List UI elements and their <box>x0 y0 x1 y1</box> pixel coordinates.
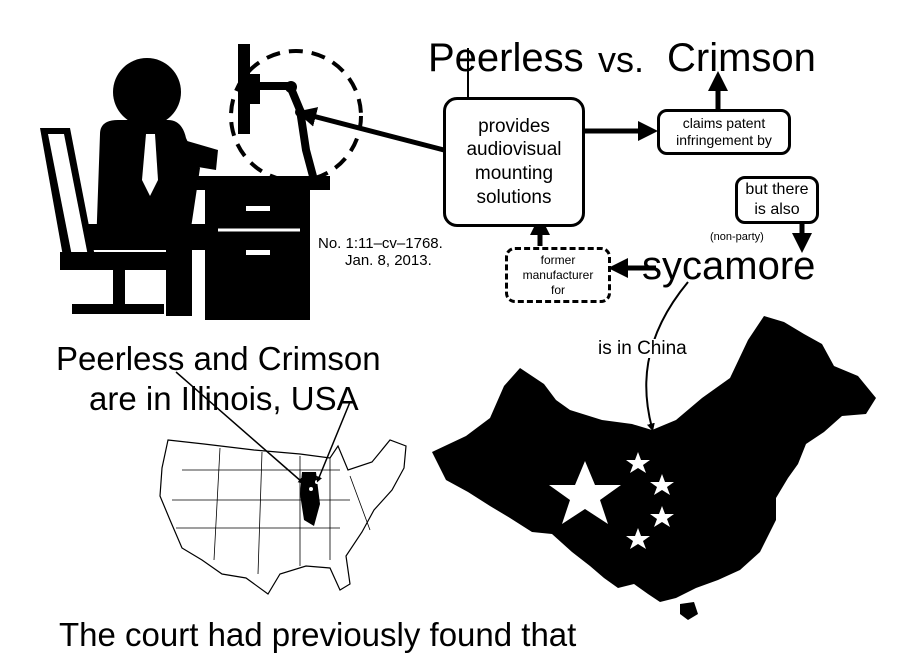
title-vs: vs. <box>598 39 645 80</box>
arrow-to-china <box>645 281 689 432</box>
arrow-to-monitor <box>296 107 445 153</box>
provides-box: provides audiovisual mounting solutions <box>443 97 585 227</box>
case-number: No. 1:11–cv–1768. <box>318 235 443 252</box>
footer-text: The court had previously found that <box>59 616 577 653</box>
case-date: Jan. 8, 2013. <box>345 252 432 269</box>
but-there-text: but there is also <box>745 181 809 218</box>
highlight-circle <box>229 49 363 183</box>
title-crimson: Crimson <box>667 36 816 80</box>
non-party-label: (non-party) <box>710 231 764 243</box>
claims-text: claims patent infringement by <box>676 114 772 149</box>
claims-box: claims patent infringement by <box>657 109 791 155</box>
china-map-icon <box>432 316 876 620</box>
pointer-peerless <box>175 371 305 484</box>
title-peerless: Peerless <box>428 36 584 80</box>
but-there-box: but there is also <box>735 176 819 224</box>
office-worker-icon <box>40 44 330 320</box>
former-manufacturer-box: former manufacturer for <box>505 247 611 303</box>
pointer-crimson <box>316 401 351 483</box>
usa-map-icon <box>159 439 407 595</box>
former-text: former manufacturer for <box>522 252 594 297</box>
provides-text: provides audiovisual mounting solutions <box>466 115 562 208</box>
in-china-label: is in China <box>598 338 687 359</box>
illinois-line2: are in Illinois, USA <box>89 380 359 417</box>
sycamore-label: sycamore <box>642 244 816 288</box>
illinois-line1: Peerless and Crimson <box>56 340 381 377</box>
